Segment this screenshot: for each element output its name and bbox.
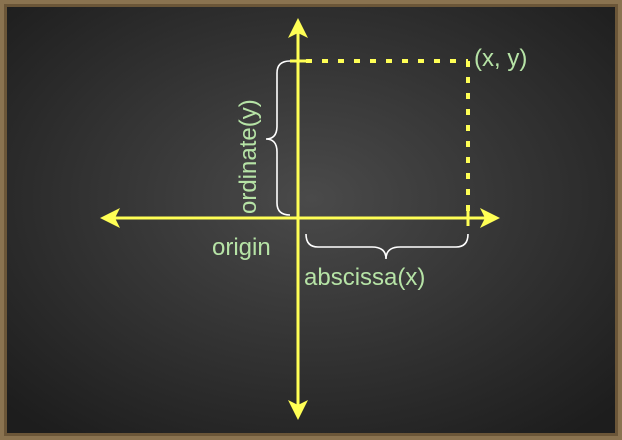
y-axis-bottom-arrowhead bbox=[288, 400, 308, 420]
x-axis-left-arrowhead bbox=[100, 208, 120, 228]
y-axis bbox=[288, 18, 308, 420]
origin-label: origin bbox=[212, 234, 271, 261]
abscissa-label: abscissa(x) bbox=[304, 264, 425, 291]
x-axis-right-arrowhead bbox=[480, 208, 500, 228]
ordinate-label: ordinate(y) bbox=[235, 99, 262, 214]
abscissa-bracket bbox=[305, 233, 469, 260]
point-label: (x, y) bbox=[474, 45, 527, 72]
y-axis-top-arrowhead bbox=[288, 18, 308, 38]
ordinate-bracket bbox=[265, 60, 291, 216]
x-axis bbox=[100, 208, 500, 228]
